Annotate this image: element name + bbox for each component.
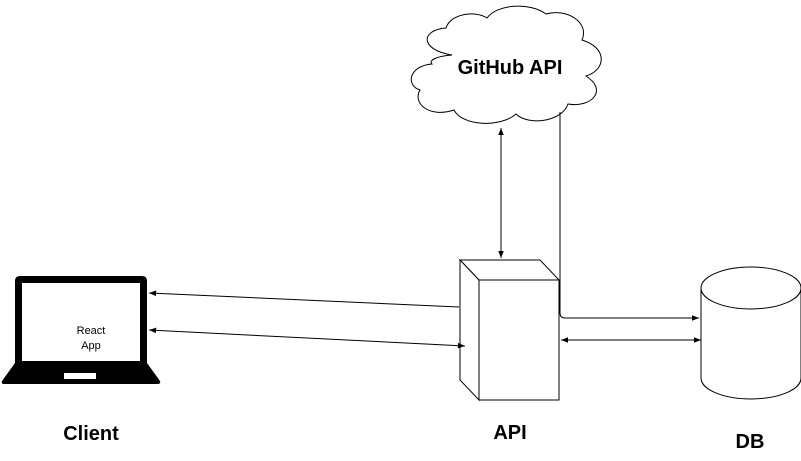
db-cylinder-node: [700, 266, 801, 400]
screen-text-line2: App: [81, 340, 101, 352]
edge-client-api-bidirectional: [148, 327, 466, 349]
api-label: API: [493, 422, 526, 444]
api-box-side: [459, 258, 480, 402]
db-label: DB: [736, 431, 765, 453]
github-api-cloud-node: GitHub API: [410, 5, 602, 124]
client-label: Client: [63, 423, 119, 445]
api-server-node: [458, 258, 561, 402]
db-cylinder-body: [700, 288, 801, 400]
cloud-shape: [410, 5, 602, 124]
db-cylinder-top: [700, 266, 801, 310]
edge-github-to-db: [559, 112, 699, 321]
client-laptop-node: React App: [1, 276, 161, 384]
laptop-trackpad: [64, 373, 96, 379]
api-box-front: [478, 279, 560, 401]
laptop-screen: [22, 283, 140, 361]
screen-text-line1: React: [77, 325, 106, 337]
github-api-label: GitHub API: [458, 57, 563, 79]
edge-api-to-client: [148, 290, 460, 308]
